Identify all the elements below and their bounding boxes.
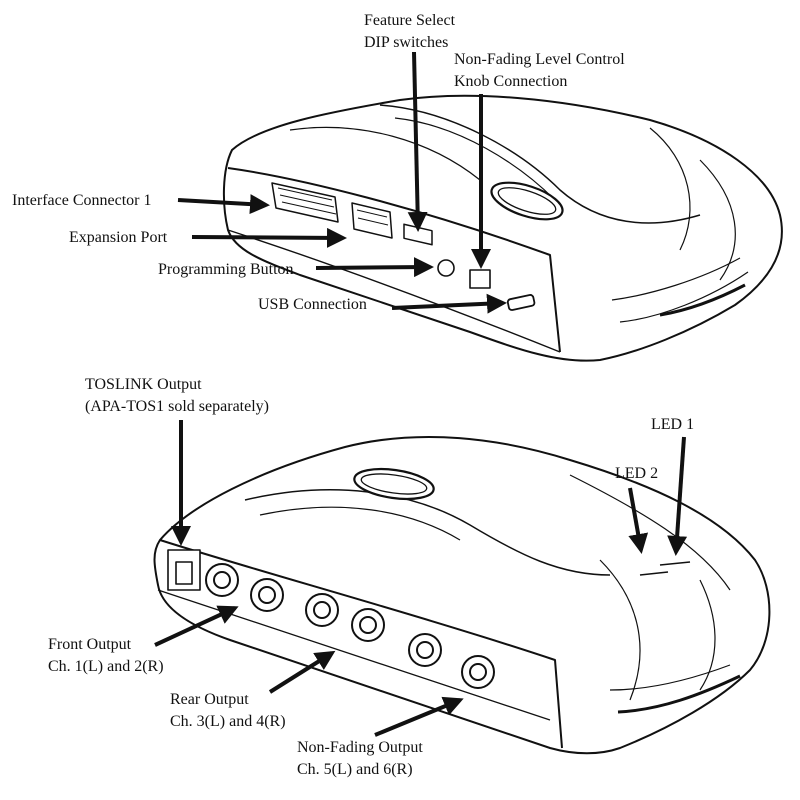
arrow-led2	[628, 487, 649, 554]
led2-window	[639, 571, 669, 576]
arrow-programming-button	[315, 257, 434, 278]
arrow-led1	[667, 436, 688, 556]
arrow-non-fading-output	[374, 696, 464, 737]
label-non-fading-output: Non-Fading Output Ch. 5(L) and 6(R)	[297, 737, 423, 781]
bottom-device-body	[153, 435, 771, 755]
rca-jack-6	[461, 655, 495, 689]
arrow-feature-select	[407, 51, 428, 232]
label-front-output: Front Output Ch. 1(L) and 2(R)	[48, 634, 164, 678]
led1-window	[659, 561, 691, 566]
expansion-port	[351, 202, 393, 239]
label-front-output-line2: Ch. 1(L) and 2(R)	[48, 658, 164, 675]
top-arrows	[177, 51, 507, 314]
top-logo	[490, 181, 564, 221]
arrow-front-output	[154, 605, 239, 647]
top-device-front-panel	[227, 167, 561, 353]
usb-port	[506, 294, 536, 311]
bottom-device-front-panel	[159, 539, 563, 749]
label-feature-select-line1: Feature Select	[364, 12, 456, 29]
top-device-body	[222, 94, 783, 362]
interface-connector-1	[271, 182, 339, 223]
arrow-expansion-port	[191, 227, 347, 248]
label-expansion-port: Expansion Port	[69, 229, 168, 246]
programming-button-hole	[437, 259, 455, 277]
label-rear-output: Rear Output Ch. 3(L) and 4(R)	[170, 689, 286, 733]
label-usb-connection: USB Connection	[258, 296, 367, 313]
bottom-arrows	[154, 420, 688, 737]
label-feature-select-line2: DIP switches	[364, 34, 449, 51]
rca-jack-1	[205, 563, 239, 597]
label-rear-output-line1: Rear Output	[170, 691, 249, 708]
label-feature-select: Feature Select DIP switches	[364, 10, 455, 54]
label-non-fading-knob-line2: Knob Connection	[454, 73, 568, 90]
label-non-fading-knob: Non-Fading Level Control Knob Connection	[454, 49, 625, 93]
label-toslink-line2: (APA-TOS1 sold separately)	[85, 398, 269, 415]
label-toslink-output: TOSLINK Output (APA-TOS1 sold separately…	[85, 374, 269, 418]
label-interface-connector-1: Interface Connector 1	[12, 192, 152, 209]
arrow-usb-connection	[391, 293, 507, 314]
label-non-fading-output-line1: Non-Fading Output	[297, 739, 423, 756]
rca-jack-2	[250, 578, 284, 612]
label-led2: LED 2	[615, 465, 659, 482]
rca-jack-4	[351, 608, 385, 642]
arrow-interface-connector	[177, 194, 270, 215]
bottom-device	[153, 435, 771, 755]
toslink-port	[167, 549, 201, 591]
rca-jacks	[205, 563, 495, 689]
arrow-rear-output	[268, 650, 336, 694]
label-non-fading-output-line2: Ch. 5(L) and 6(R)	[297, 761, 413, 778]
label-rear-output-line2: Ch. 3(L) and 4(R)	[170, 713, 286, 730]
label-front-output-line1: Front Output	[48, 636, 132, 653]
label-toslink-line1: TOSLINK Output	[85, 376, 202, 393]
top-device	[222, 94, 783, 362]
label-led1: LED 1	[651, 416, 695, 433]
label-non-fading-knob-line1: Non-Fading Level Control	[454, 51, 625, 68]
rca-jack-3	[305, 593, 339, 627]
bottom-logo	[353, 467, 435, 501]
rca-jack-5	[408, 633, 442, 667]
label-programming-button: Programming Button	[158, 261, 294, 278]
knob-connection-port	[469, 269, 491, 289]
